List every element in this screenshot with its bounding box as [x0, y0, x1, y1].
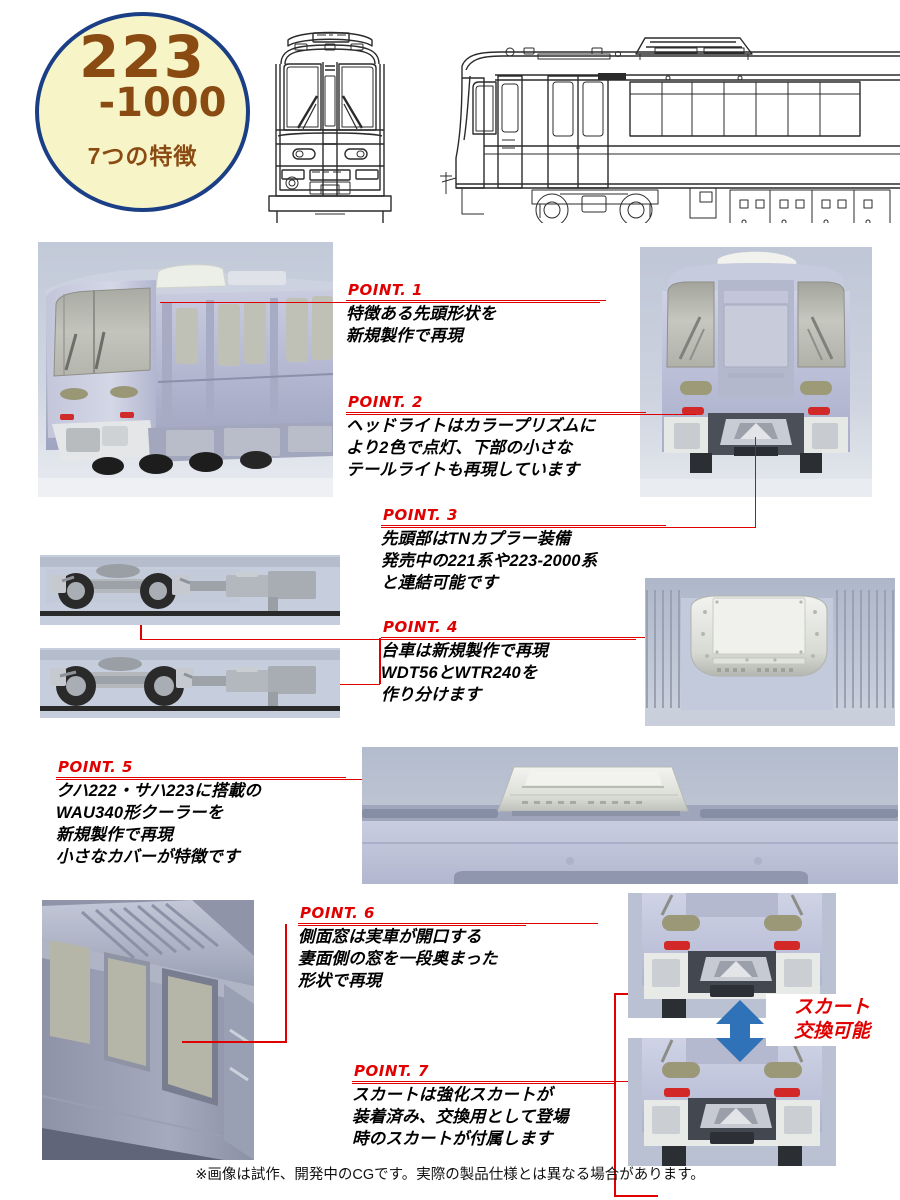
point-5-text: クハ222・サハ223に搭載の WAU340形クーラーを 新規製作で再現 小さな… [56, 781, 262, 866]
skirt-callout-line1: スカート [793, 997, 870, 1018]
point-7-block: POINT. 7 スカートは強化スカートが 装着済み、交換用として登場 時のスカ… [352, 1062, 642, 1151]
point-4-label: POINT. 4 [383, 618, 458, 636]
point-4-text: 台車は新規製作で再現 WDT56とWTR240を 作り分けます [381, 641, 548, 704]
photo-roof-cooler [362, 747, 898, 884]
point-3-block: POINT. 3 先頭部はTNカプラー装備 発売中の221系や223-2000系… [381, 506, 666, 595]
point-4-block: POINT. 4 台車は新規製作で再現 WDT56とWTR240を 作り分けます [381, 618, 651, 707]
point-7-text: スカートは強化スカートが 装着済み、交換用として登場 時のスカートが付属します [352, 1085, 569, 1148]
photo-front-face [640, 247, 872, 497]
skirt-callout-line2: 交換可能 [793, 1020, 870, 1042]
skirt-exchange-callout: スカート 交換可能 [766, 994, 898, 1046]
photo-bogie-upper [40, 555, 340, 625]
point-1-rule [346, 299, 606, 301]
point-3-leader-vertical [754, 437, 757, 527]
photo-skirt-standard [628, 893, 836, 1018]
point-7-leader-vertical [614, 993, 616, 1083]
lineart-drawings [255, 18, 900, 227]
point-5-label: POINT. 5 [58, 758, 133, 776]
point-2-rule [346, 411, 646, 413]
point-6-leader-line [298, 924, 526, 927]
point-6-rule [298, 922, 598, 924]
photo-side-front-quarter [38, 242, 333, 497]
point-3-rule [381, 524, 666, 526]
point-6-leader-to-photo [182, 1041, 287, 1043]
point-7-label: POINT. 7 [354, 1062, 429, 1080]
bogie-upper-leader-horizontal [140, 638, 382, 641]
point-7-leader-line [352, 1082, 616, 1085]
photo-cooler-closeup [645, 578, 895, 726]
point-4-leader-line [381, 638, 636, 641]
series-badge: 223 -1000 7つの特徴 [35, 12, 250, 212]
point-2-label: POINT. 2 [348, 393, 423, 411]
point-6-block: POINT. 6 側面窓は実車が開口する 妻面側の窓を一段奥まった 形状で再現 [298, 904, 598, 993]
point-1-leader-line [160, 301, 600, 304]
point-7-rule [352, 1080, 642, 1082]
photo-bogie-lower [40, 648, 340, 718]
point-2-block: POINT. 2 ヘッドライトはカラープリズムに より2色で点灯、下部の小さな … [346, 393, 646, 482]
point-2-leader-line [346, 413, 696, 416]
point-3-label: POINT. 3 [383, 506, 458, 524]
point-6-label: POINT. 6 [300, 904, 375, 922]
point-1-block: POINT. 1 特徴ある先頭形状を 新規製作で再現 [346, 281, 606, 348]
point-1-label: POINT. 1 [348, 281, 423, 299]
point-2-text: ヘッドライトはカラープリズムに より2色で点灯、下部の小さな テールライトも再現… [346, 416, 596, 479]
point-6-leader-vertical [285, 924, 287, 1042]
point-7-leader-to-lower-skirt [614, 1195, 658, 1197]
skirt-exchange-arrow-icon [710, 1000, 770, 1062]
badge-caption: 7つの特徴 [87, 143, 198, 170]
point-3-leader-line [381, 526, 756, 529]
point-6-text: 側面窓は実車が開口する 妻面側の窓を一段奥まった 形状で再現 [298, 927, 498, 990]
point-5-rule [56, 776, 346, 778]
point-3-text: 先頭部はTNカプラー装備 発売中の221系や223-2000系 と連結可能です [381, 529, 598, 592]
badge-series-number: 223 [78, 23, 207, 91]
point-5-block: POINT. 5 クハ222・サハ223に搭載の WAU340形クーラーを 新規… [56, 758, 346, 869]
point-4-rule [381, 636, 651, 638]
footnote-text: ※画像は試作、開発中のCGです。実際の製品仕様とは異なる場合があります。 [195, 1167, 705, 1183]
point-1-text: 特徴ある先頭形状を 新規製作で再現 [346, 304, 497, 345]
point-5-leader-line [56, 778, 550, 781]
point-7-leader-vertical-lower [614, 1082, 616, 1196]
photo-side-window [42, 900, 254, 1160]
photo-skirt-alternate [628, 1038, 836, 1166]
bogie-join-vertical [379, 638, 381, 684]
badge-subseries-number: -1000 [98, 80, 227, 127]
